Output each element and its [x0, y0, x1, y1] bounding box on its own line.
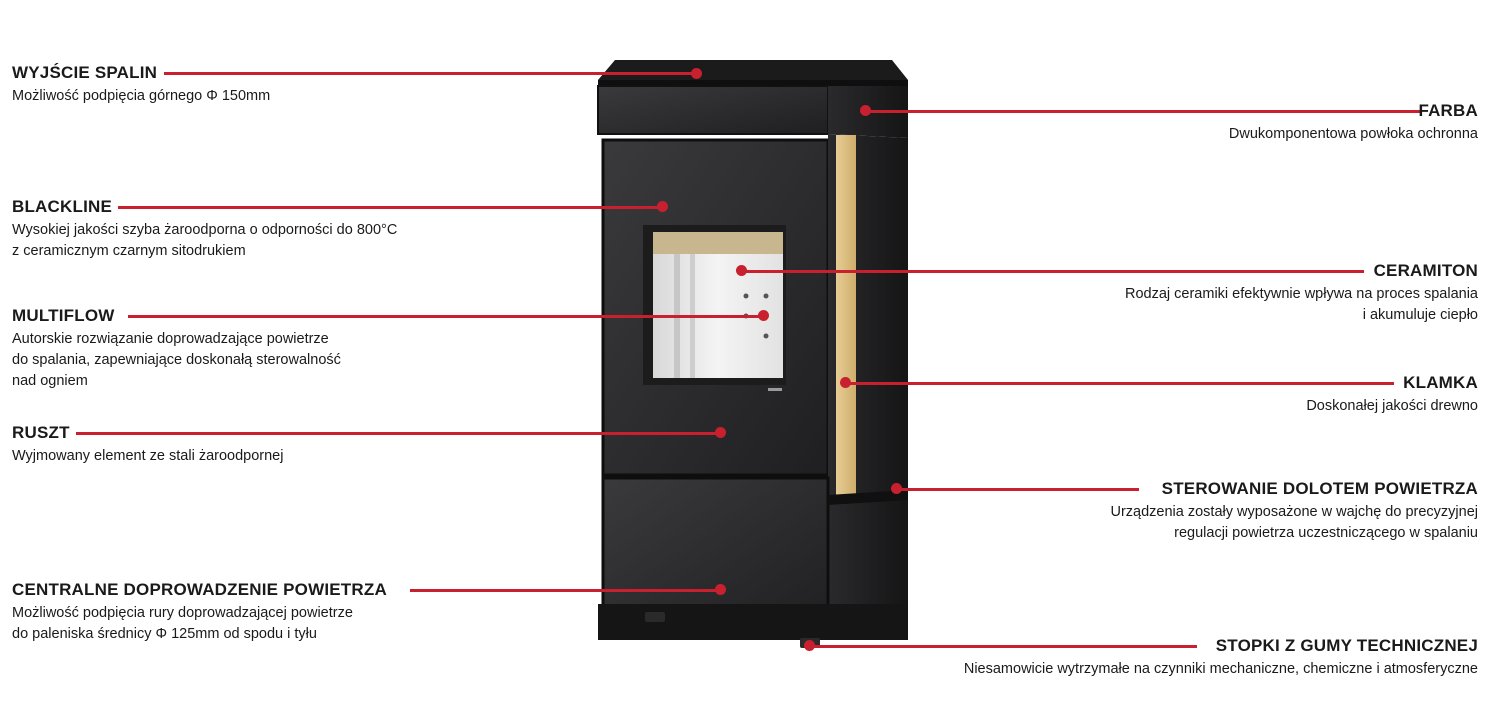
- callout-desc-line: regulacji powietrza uczestniczącego w sp…: [1174, 525, 1478, 541]
- callout-desc-line: Autorskie rozwiązanie doprowadzające pow…: [12, 331, 329, 347]
- leader-line-wyjscie: [164, 72, 697, 75]
- callout-desc-line: Rodzaj ceramiki efektywnie wpływa na pro…: [1125, 286, 1478, 302]
- callout-title: RUSZT: [12, 423, 70, 442]
- callout-desc-line: Możliwość podpięcia rury doprowadzającej…: [12, 605, 353, 621]
- callout-desc: Doskonałej jakości drewno: [1306, 398, 1478, 414]
- callout-sterowanie-dolotem: STEROWANIE DOLOTEM POWIETRZA Urządzenia …: [1110, 479, 1478, 544]
- callout-title: CENTRALNE DOPROWADZENIE POWIETRZA: [12, 580, 387, 599]
- callout-blackline: BLACKLINE Wysokiej jakości szyba żaroodp…: [12, 197, 397, 262]
- marker-dot-blackline: [657, 201, 668, 212]
- callout-title: KLAMKA: [1403, 373, 1478, 392]
- marker-dot-wyjscie: [691, 68, 702, 79]
- leader-line-sterowanie: [897, 488, 1139, 491]
- callout-desc-line: nad ogniem: [12, 373, 88, 389]
- callout-desc-line: i akumuluje ciepło: [1362, 307, 1478, 323]
- callout-desc: Możliwość podpięcia rury doprowadzającej…: [12, 603, 387, 645]
- leader-line-stopki: [810, 645, 1197, 648]
- marker-dot-farba: [860, 105, 871, 116]
- leader-line-klamka: [846, 382, 1394, 385]
- callout-desc: Wysokiej jakości szyba żaroodporna o odp…: [12, 220, 397, 262]
- callout-desc-line: Wysokiej jakości szyba żaroodporna o odp…: [12, 222, 398, 238]
- callout-title: STEROWANIE DOLOTEM POWIETRZA: [1161, 479, 1478, 498]
- callout-title: CERAMITON: [1373, 261, 1478, 280]
- callout-ceramiton: CERAMITON Rodzaj ceramiki efektywnie wpł…: [1125, 261, 1478, 326]
- callout-title: BLACKLINE: [12, 197, 113, 216]
- callout-desc: Dwukomponentowa powłoka ochronna: [1228, 126, 1478, 142]
- leader-line-farba: [866, 110, 1420, 113]
- marker-dot-ceramiton: [736, 265, 747, 276]
- callout-stopki: STOPKI Z GUMY TECHNICZNEJ Niesamowicie w…: [964, 636, 1478, 680]
- callout-wyjscie-spalin: WYJŚCIE SPALIN Możliwość podpięcia górne…: [12, 63, 270, 107]
- callout-desc: Możliwość podpięcia górnego Φ 150mm: [12, 88, 271, 104]
- leader-line-blackline: [118, 206, 663, 209]
- callout-desc: Niesamowicie wytrzymałe na czynniki mech…: [963, 661, 1478, 677]
- marker-dot-centralne: [715, 584, 726, 595]
- leader-line-ruszt: [76, 432, 721, 435]
- marker-dot-multiflow: [758, 310, 769, 321]
- leader-line-ceramiton: [742, 270, 1364, 273]
- callout-farba: FARBA Dwukomponentowa powłoka ochronna: [1229, 101, 1478, 145]
- callout-desc: Urządzenia zostały wyposażone w wajchę d…: [1110, 502, 1478, 544]
- leader-line-multiflow: [128, 315, 764, 318]
- callout-centralne-doprowadzenie: CENTRALNE DOPROWADZENIE POWIETRZA Możliw…: [12, 580, 387, 645]
- callout-title: FARBA: [1418, 101, 1478, 120]
- callout-title: MULTIFLOW: [12, 306, 115, 325]
- callout-desc: Rodzaj ceramiki efektywnie wpływa na pro…: [1125, 284, 1478, 326]
- callout-title: STOPKI Z GUMY TECHNICZNEJ: [1215, 636, 1478, 655]
- callout-desc-line: Urządzenia zostały wyposażone w wajchę d…: [1110, 504, 1478, 520]
- callout-desc: Wyjmowany element ze stali żaroodpornej: [12, 448, 284, 464]
- callout-multiflow: MULTIFLOW Autorskie rozwiązanie doprowad…: [12, 306, 341, 392]
- marker-dot-klamka: [840, 377, 851, 388]
- callout-ruszt: RUSZT Wyjmowany element ze stali żaroodp…: [12, 423, 283, 467]
- leader-line-centralne: [410, 589, 721, 592]
- callout-desc: Autorskie rozwiązanie doprowadzające pow…: [12, 329, 341, 392]
- callout-desc-line: z ceramicznym czarnym sitodrukiem: [12, 243, 246, 259]
- marker-dot-sterowanie: [891, 483, 902, 494]
- callout-title: WYJŚCIE SPALIN: [12, 63, 158, 82]
- marker-dot-stopki: [804, 640, 815, 651]
- callout-klamka: KLAMKA Doskonałej jakości drewno: [1306, 373, 1478, 417]
- marker-dot-ruszt: [715, 427, 726, 438]
- callout-desc-line: do spalania, zapewniające doskonałą ster…: [12, 352, 341, 368]
- callout-desc-line: do paleniska średnicy Φ 125mm od spodu i…: [12, 626, 317, 642]
